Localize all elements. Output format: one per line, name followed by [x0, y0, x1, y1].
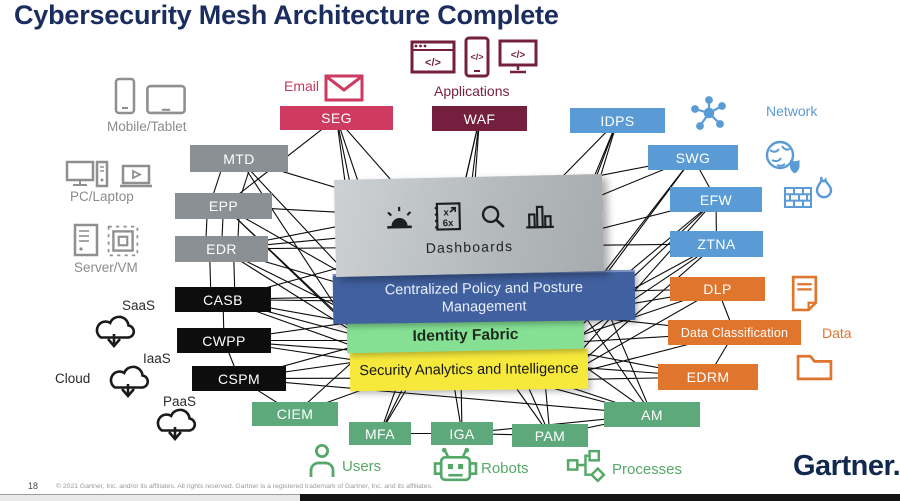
laptop-icon: [120, 164, 152, 188]
app-mobile-icon: </>: [464, 36, 490, 78]
node-cspm: CSPM: [192, 366, 286, 391]
robot-icon: [433, 447, 478, 484]
document-icon: [791, 275, 818, 312]
playbook-icon: x 6x: [434, 201, 461, 231]
data-label: Data: [822, 325, 852, 341]
paas-cloud-icon: [153, 403, 199, 443]
folder-icon: [796, 350, 833, 381]
node-edrm: EDRM: [658, 364, 758, 390]
mobile-tablet-label: Mobile/Tablet: [107, 119, 187, 134]
users-label: Users: [342, 458, 382, 475]
tablet-icon: [146, 84, 186, 115]
dashboards-label: Dashboards: [425, 237, 514, 256]
bar-chart-icon: [525, 205, 554, 229]
node-pam: PAM: [512, 424, 588, 447]
node-ztna: ZTNA: [670, 231, 763, 257]
page-number: 18: [28, 481, 39, 491]
page-title: Cybersecurity Mesh Architecture Complete: [14, 0, 559, 30]
pc-laptop-icons: [64, 160, 154, 190]
node-swg: SWG: [648, 145, 738, 170]
gartner-logo: Gartner.: [793, 450, 900, 482]
server-icon: [73, 223, 99, 257]
progress-played[interactable]: [0, 494, 300, 501]
iaas-cloud-icon: [106, 360, 152, 400]
iaas-label: IaaS: [143, 351, 171, 366]
search-icon: [481, 205, 505, 228]
app-browser-icon: </>: [410, 40, 456, 74]
node-idps: IDPS: [570, 108, 665, 133]
paas-label: PaaS: [163, 394, 197, 409]
chip-icon: [107, 225, 139, 257]
node-cwpp: CWPP: [177, 328, 271, 353]
users-icon: [308, 443, 336, 479]
svg-text:</>: </>: [425, 57, 441, 69]
app-monitor-icon: </>: [498, 39, 538, 74]
saas-label: SaaS: [122, 298, 156, 313]
node-ciem: CIEM: [252, 402, 338, 426]
dashboards-panel: x 6x Dashboards: [333, 173, 605, 278]
node-efw: EFW: [670, 187, 762, 212]
firewall-icon: [783, 175, 833, 210]
node-iga: IGA: [431, 422, 493, 445]
video-progress-bar[interactable]: [0, 494, 900, 501]
mobile-tablet-icons: [113, 77, 187, 115]
server-vm-icons: [73, 223, 139, 257]
siren-icon: [386, 206, 412, 229]
email-label: Email: [284, 78, 320, 94]
node-casb: CASB: [175, 287, 271, 312]
processes-label: Processes: [612, 461, 683, 478]
svg-text:6x: 6x: [442, 217, 454, 228]
dashboard-icons: x 6x: [382, 199, 556, 233]
node-data-classification: Data Classification: [668, 320, 801, 345]
network-hub-icon: [690, 96, 728, 130]
robots-label: Robots: [481, 460, 529, 477]
applications-label: Applications: [434, 83, 510, 99]
node-waf: WAF: [432, 106, 527, 131]
pc-laptop-label: PC/Laptop: [70, 189, 134, 204]
node-am: AM: [604, 402, 700, 427]
node-dlp: DLP: [670, 277, 765, 301]
network-label: Network: [766, 103, 818, 119]
svg-text:x: x: [443, 207, 449, 218]
globe-shield-icon: [763, 139, 803, 175]
node-mtd: MTD: [190, 145, 288, 172]
svg-text:</>: </>: [511, 50, 526, 61]
progress-remaining[interactable]: [300, 494, 900, 501]
saas-cloud-icon: [92, 310, 138, 350]
processes-icon: [566, 449, 607, 484]
cloud-label: Cloud: [55, 371, 91, 386]
svg-text:</>: </>: [470, 52, 483, 62]
policy-layer: Centralized Policy and Posture Managemen…: [332, 269, 636, 325]
analytics-layer: Security Analytics and Intelligence: [349, 348, 589, 392]
desktop-icon: [65, 160, 109, 188]
copyright-text: © 2021 Gartner, Inc. and/or its affiliat…: [56, 483, 433, 490]
node-seg: SEG: [280, 106, 393, 130]
server-vm-label: Server/VM: [74, 260, 138, 275]
envelope-icon: [324, 74, 364, 102]
applications-icons: </> </> </>: [410, 36, 538, 78]
node-epp: EPP: [175, 193, 272, 219]
node-edr: EDR: [175, 236, 268, 262]
node-mfa: MFA: [349, 422, 411, 445]
smartphone-icon: [114, 77, 136, 115]
